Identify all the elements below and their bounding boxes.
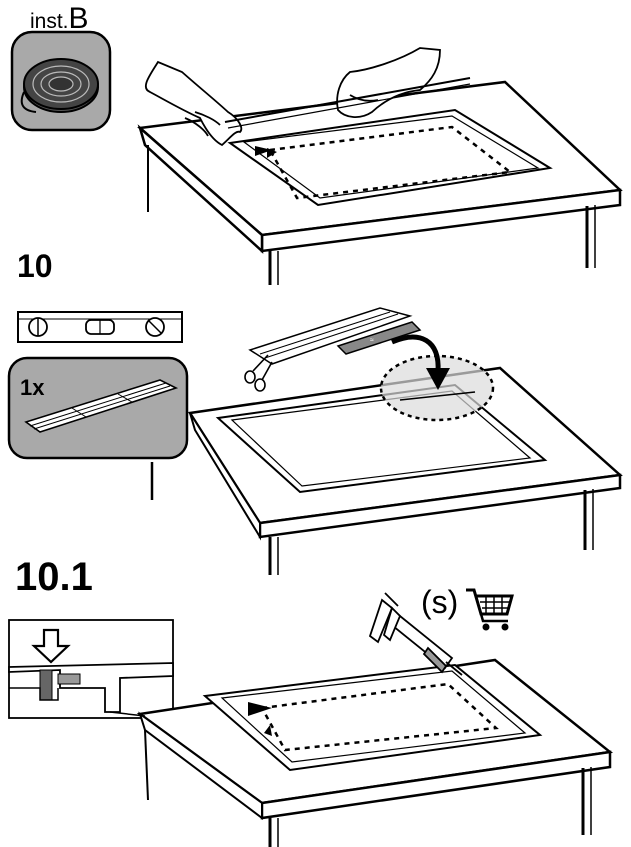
instruction-reference: inst.B <box>30 2 89 36</box>
countertop-1 <box>137 80 623 285</box>
cable-tie-box <box>7 356 189 460</box>
svg-text:≈: ≈ <box>370 337 374 344</box>
tape-roll-box <box>10 30 112 132</box>
curved-arrow <box>391 334 450 390</box>
caulking-gun-icon <box>368 592 463 676</box>
hand-right <box>336 47 441 118</box>
strip-cut: ≈ <box>248 307 422 365</box>
sealing-tape-roll-icon <box>20 58 99 113</box>
step-number-10-1: 10.1 <box>15 555 93 599</box>
step-number-10: 10 <box>17 248 53 284</box>
detail-box <box>8 619 174 719</box>
hand-left <box>145 60 243 147</box>
instruction-letter: B <box>68 2 89 35</box>
sealant-quantity-label: (s) <box>421 584 459 620</box>
quantity-label: 1x <box>20 375 45 400</box>
spirit-level-icon <box>17 311 183 343</box>
instruction-prefix: inst. <box>30 10 69 33</box>
countertop-2 <box>150 354 623 575</box>
cable-tie-strip-icon <box>24 379 179 433</box>
shopping-cart-icon <box>466 588 514 631</box>
countertop-3 <box>109 658 614 847</box>
scissors-icon <box>244 354 273 392</box>
press-down-arrow-icon <box>31 628 71 664</box>
